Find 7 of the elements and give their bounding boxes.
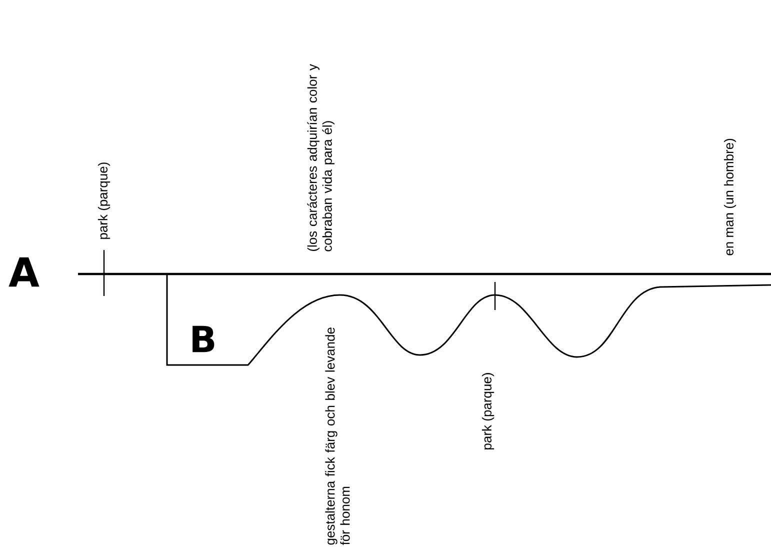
translation-label: gestalterna fick färg och blev levande för honom [325, 328, 350, 546]
word-label: en man (un hombre) [724, 138, 736, 256]
translation-label: (los carácteres adquirían color y cobraban vida para él) [307, 64, 334, 252]
line-letter: A [8, 257, 40, 287]
line-letter: B [192, 326, 214, 352]
word-label: park (parque) [98, 162, 110, 239]
word-label: park (parque) [482, 373, 494, 450]
